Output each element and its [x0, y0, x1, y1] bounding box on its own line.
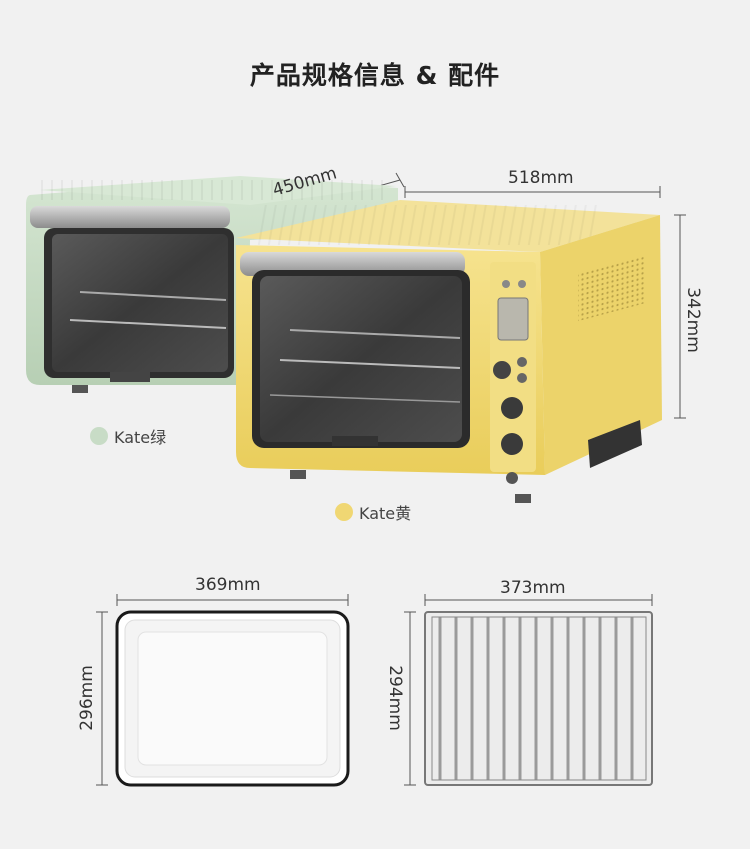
baking-tray: [115, 610, 350, 787]
yellow-swatch: [335, 503, 353, 521]
variant-yellow: Kate黄: [335, 500, 411, 524]
wire-rack: [424, 611, 653, 786]
rack-width-label: 373mm: [500, 578, 566, 598]
variant-green: Kate绿: [90, 424, 166, 448]
oven-height-label: 342mm: [682, 287, 703, 353]
accessory-dimension-lines: [96, 594, 653, 786]
page-title: 产品规格信息 & 配件: [249, 61, 501, 90]
variant-yellow-label: Kate黄: [359, 504, 412, 523]
oven-width-label: 518mm: [508, 168, 574, 188]
tray-width-label: 369mm: [195, 575, 261, 595]
yellow-oven: [236, 200, 662, 503]
rack-height-label: 294mm: [384, 665, 405, 731]
variant-green-label: Kate绿: [114, 428, 167, 447]
green-swatch: [90, 427, 108, 445]
tray-height-label: 296mm: [76, 665, 97, 731]
